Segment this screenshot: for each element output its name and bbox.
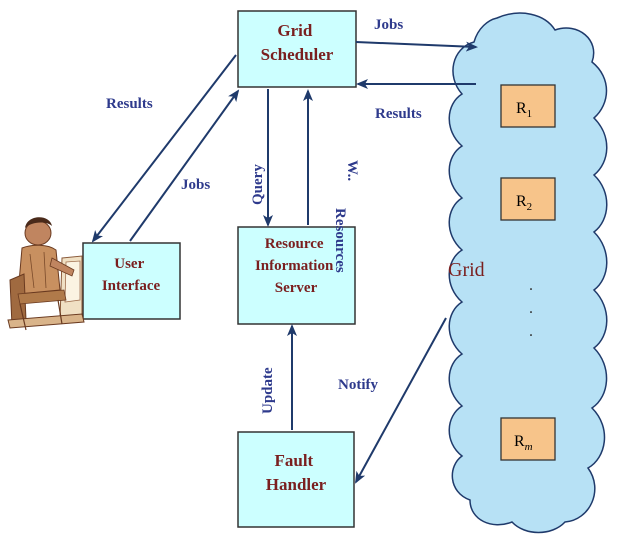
arrow-results-to-user: [91, 54, 237, 243]
resource-info-server-box: [237, 226, 356, 325]
resource-info-server-label: Resource Information Server: [255, 236, 337, 296]
resource-box-2: [500, 177, 556, 221]
arrow-jobs-from-user: [129, 89, 240, 242]
arrow-jobs-to-grid: [355, 41, 478, 52]
grid-scheduler-label: Grid Scheduler: [261, 21, 334, 64]
label-results-to-user: Results: [106, 96, 153, 112]
fault-handler-label: Fault Handler: [266, 451, 327, 494]
label-resources-cut: W..: [344, 160, 360, 181]
user-interface-label: User Interface: [102, 256, 161, 294]
label-resources: Resources: [332, 208, 348, 273]
resource-box-1: [500, 84, 556, 128]
label-jobs-from-user: Jobs: [181, 177, 210, 193]
label-jobs-to-grid: Jobs: [374, 17, 403, 33]
label-results-from-grid: Results: [375, 106, 422, 122]
arrow-notify: [355, 317, 447, 484]
label-query: Query: [250, 164, 266, 205]
computer-user-icon: [7, 217, 85, 331]
resource-label-m: Rm: [514, 433, 533, 453]
fault-handler-box: [237, 431, 355, 528]
grid-scheduler-box: [237, 10, 357, 88]
grid-dot-3: .: [529, 323, 533, 340]
grid-dot-2: .: [529, 300, 533, 317]
resource-box-m: [500, 417, 556, 461]
resource-label-2: R2: [516, 193, 532, 213]
label-update: Update: [260, 367, 276, 414]
label-notify: Notify: [338, 377, 378, 393]
grid-dot-1: .: [529, 277, 533, 294]
user-interface-box: [82, 242, 181, 320]
grid-label: Grid: [448, 259, 485, 281]
grid-cloud: [448, 12, 608, 534]
resource-label-1: R1: [516, 100, 532, 120]
